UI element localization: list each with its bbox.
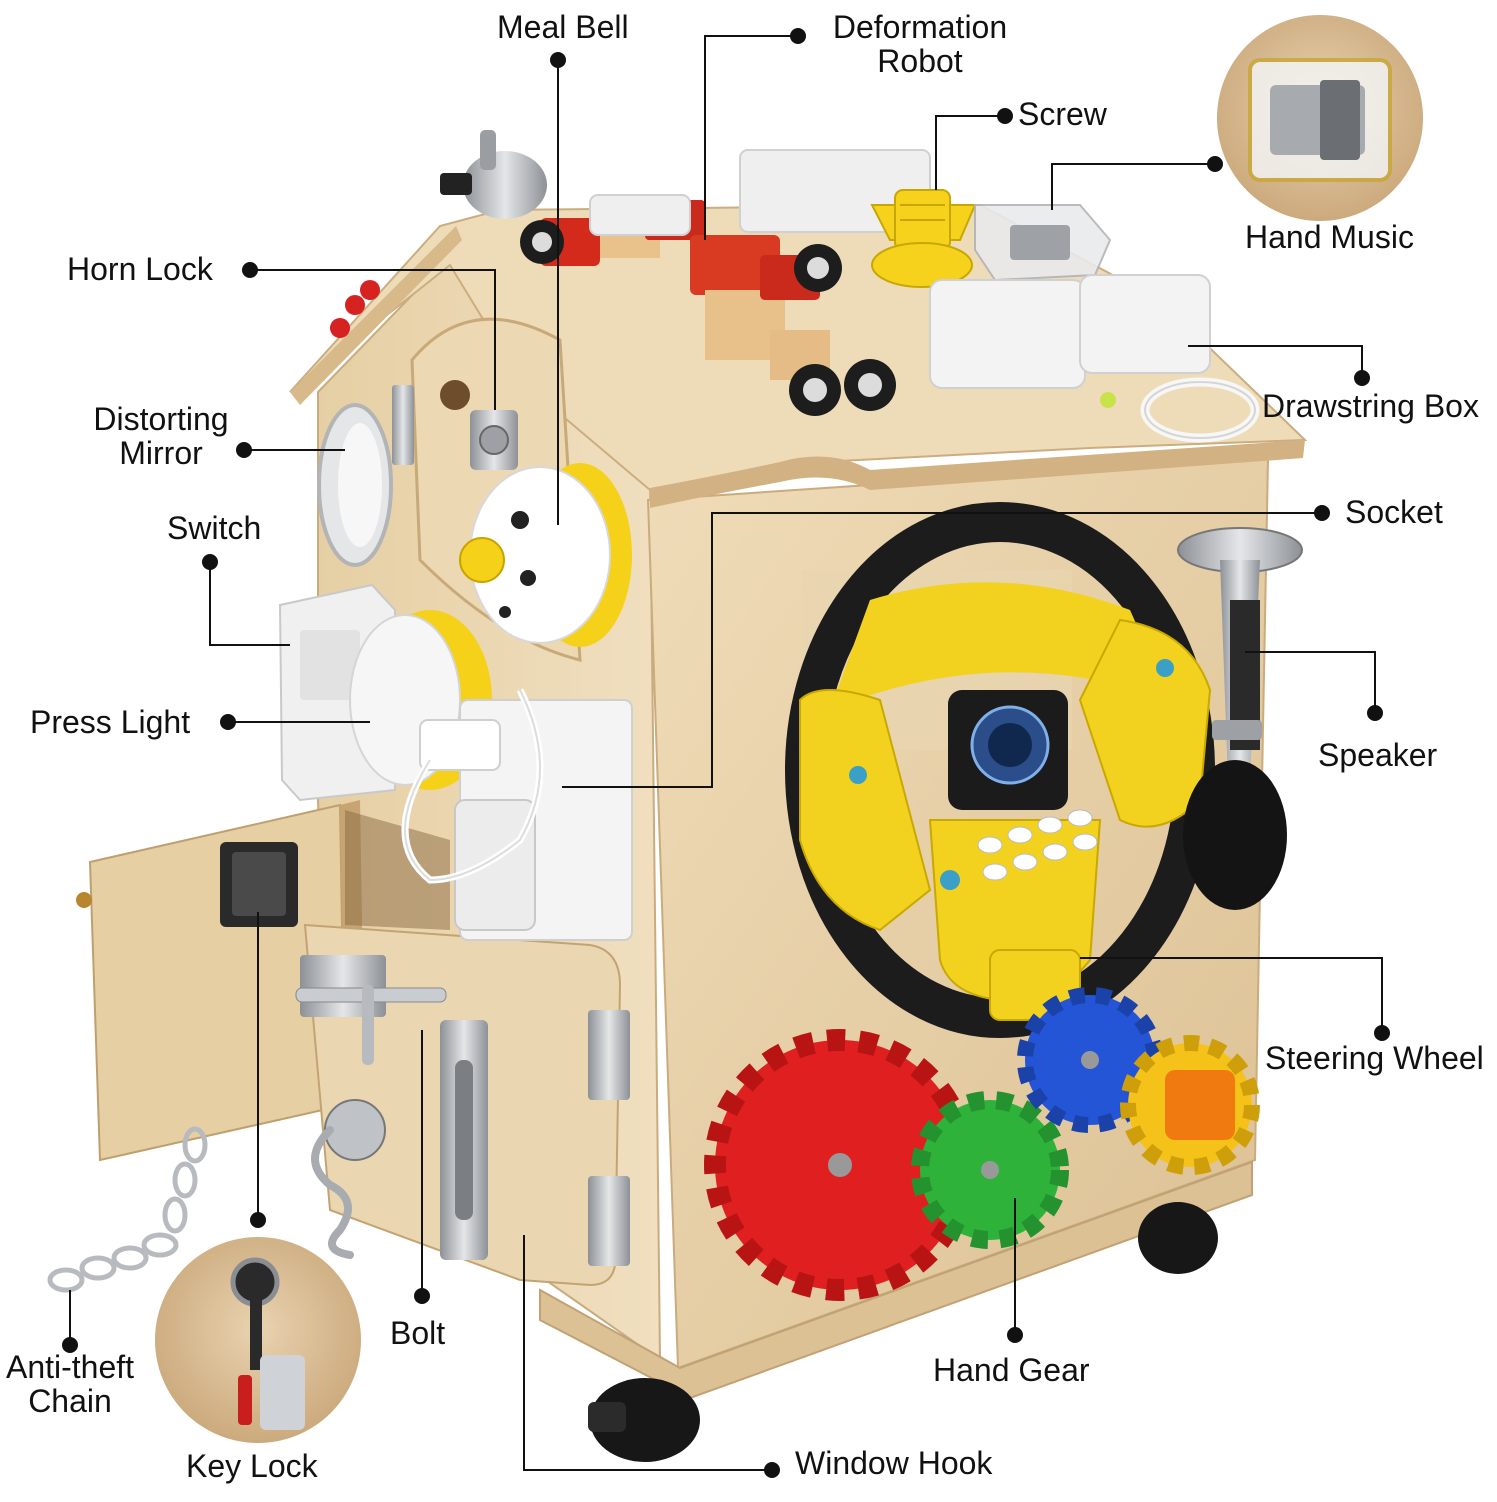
white-box-top — [589, 149, 931, 236]
hand-music-box — [974, 204, 1112, 282]
label-deformation-robot-line2: Robot — [877, 43, 963, 79]
label-anti-theft-chain-line2: Chain — [28, 1383, 112, 1419]
label-drawstring-box: Drawstring Box — [1262, 388, 1479, 424]
distorting-mirror — [317, 403, 393, 567]
label-switch: Switch — [167, 510, 262, 546]
speaker-horn — [1177, 527, 1303, 910]
drawstring-box — [929, 274, 1260, 443]
hinge-top — [588, 1010, 630, 1100]
cabinet-gap — [345, 810, 450, 930]
deformation-robot — [520, 200, 896, 416]
label-socket: Socket — [1345, 494, 1443, 530]
hand-music-inset — [1217, 15, 1423, 221]
label-screw: Screw — [1018, 96, 1107, 132]
horn-bell-top — [440, 130, 547, 219]
leader-dots — [62, 28, 1390, 1478]
meal-bell — [459, 463, 632, 647]
label-hand-gear: Hand Gear — [933, 1352, 1090, 1388]
label-speaker: Speaker — [1318, 737, 1438, 773]
red-knobs — [330, 280, 380, 338]
anti-theft-chain — [47, 1126, 208, 1293]
key-lock-inset — [155, 1237, 361, 1443]
leader-lines — [69, 35, 1383, 1471]
label-distorting-mirror-line1: Distorting — [93, 401, 229, 437]
label-anti-theft-chain-line1: Anti-theft — [5, 1349, 135, 1385]
label-hand-music: Hand Music — [1245, 219, 1414, 255]
label-steering-wheel: Steering Wheel — [1265, 1040, 1484, 1076]
label-distorting-mirror-line2: Mirror — [119, 435, 203, 471]
gear-red — [704, 1029, 976, 1301]
label-window-hook: Window Hook — [795, 1445, 993, 1481]
steering-wheel — [785, 502, 1215, 1038]
label-key-lock: Key Lock — [186, 1448, 318, 1484]
window-door — [295, 923, 630, 1287]
steering-buttons — [977, 809, 1098, 881]
label-horn-lock: Horn Lock — [67, 251, 213, 287]
label-deformation-robot-line1: Deformation — [832, 9, 1008, 45]
gear-yellow — [1120, 1035, 1260, 1175]
label-deformation-robot: Deformation Robot — [820, 10, 1020, 78]
roof-front-edge — [650, 440, 1305, 508]
screw-toy — [870, 189, 977, 288]
label-bolt: Bolt — [390, 1315, 446, 1351]
label-meal-bell: Meal Bell — [497, 9, 629, 45]
hinge-bottom — [588, 1176, 630, 1266]
caster-wheels — [588, 1202, 1218, 1462]
horn-lock — [470, 410, 518, 470]
house-base — [539, 1160, 1253, 1400]
label-anti-theft-chain: Anti-theft Chain — [0, 1350, 140, 1418]
hand-gears — [704, 987, 1260, 1301]
label-press-light: Press Light — [30, 704, 191, 740]
gear-green — [911, 1091, 1069, 1249]
socket — [401, 688, 633, 941]
window-hook — [311, 1126, 354, 1259]
label-distorting-mirror: Distorting Mirror — [80, 402, 242, 470]
